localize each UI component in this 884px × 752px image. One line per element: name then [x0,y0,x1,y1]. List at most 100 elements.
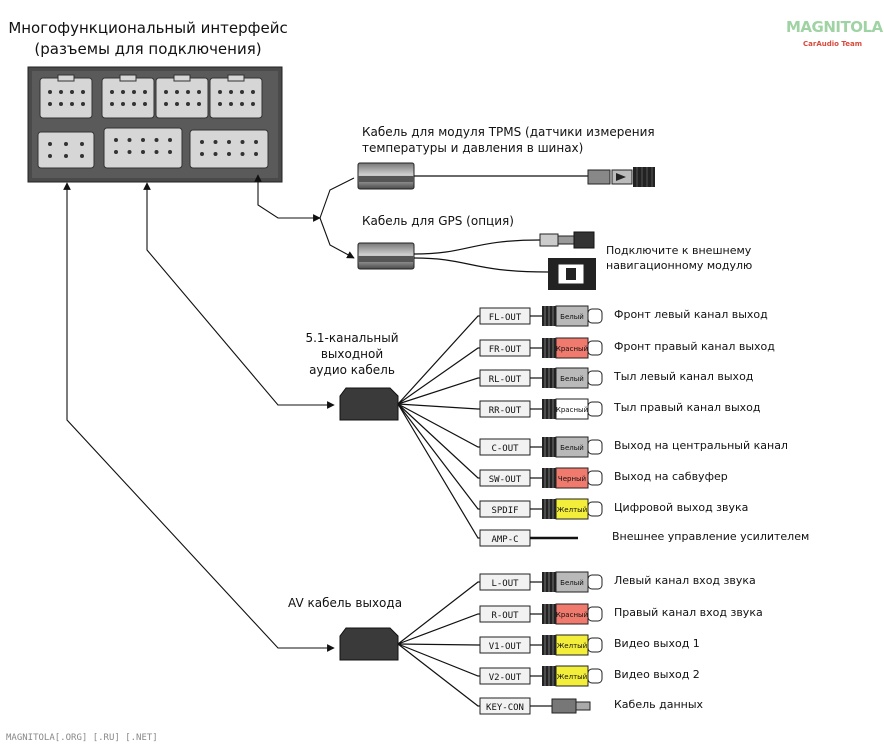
socket-bottom-2 [103,127,183,169]
socket-top-2 [101,74,155,119]
logo-sub: CarAudio Team [803,40,862,48]
gps-note: Подключите к внешнему навигационному мод… [606,243,752,273]
audio-51-row-7: SPDIF Желтый [397,403,603,520]
tpms-cable [357,162,655,190]
av-plug-color-1: Белый [560,579,584,587]
gps-note-line-2: навигационному модулю [606,259,753,272]
audio-51-plug [339,387,399,421]
av-row-4: V2-OUT Желтый [397,643,603,687]
audio-51-plug-color-4: Красный [556,406,588,414]
av-wire-3 [397,643,482,646]
audio-51-desc-3: Тыл левый канал выход [614,370,754,383]
audio-51-row-6: SW-OUT Черный [397,403,603,489]
audio-51-row-3: RL-OUT Белый [397,367,603,405]
av-tag-1: L-OUT [491,579,519,589]
av-row-5: KEY-CON [397,643,591,715]
av-wire-5 [397,643,482,707]
arrow-av-cable [63,182,335,652]
av-plug [339,627,399,661]
audio-51-tag-2: FR-OUT [489,345,522,355]
av-plug-tip-3 [587,637,603,653]
audio-51-plug-tip-7 [587,501,603,517]
audio-51-tag-4: RR-OUT [489,406,522,416]
gps-note-line-1: Подключите к внешнему [606,244,752,257]
arrow-tpms-gps [254,174,318,219]
audio-51-tag-5: C-OUT [491,444,519,454]
audio-51-plug-color-6: Черный [558,475,586,483]
audio-51-wire-7 [397,403,482,510]
audio-51-plug-tip-6 [587,470,603,486]
audio-51-wire-8 [397,403,482,539]
audio-51-row-5: C-OUT Белый [397,403,603,458]
audio-51-desc-8: Внешнее управление усилителем [612,530,810,543]
audio-51-tag-6: SW-OUT [489,475,522,485]
av-plug-color-3: Желтый [557,642,587,650]
arrow-split [319,177,354,258]
audio-51-plug-color-3: Белый [560,375,584,383]
av-label: AV кабель выхода [288,596,403,610]
arrow-audio-cable [143,182,335,409]
audio-51-tag-3: RL-OUT [489,375,522,385]
av-tag-5: KEY-CON [486,703,524,713]
socket-bottom-3 [189,129,269,169]
tpms-label-line-1: Кабель для модуля TPMS (датчики измерени… [362,125,655,139]
av-wire-4 [397,643,482,677]
logo-main: MAGNITOLA [786,18,883,36]
audio-51-plug-color-7: Желтый [557,506,587,514]
audio-51-row-4: RR-OUT Красный [397,398,603,420]
tpms-label: Кабель для модуля TPMS (датчики измерени… [362,124,655,156]
audio-51-tag-8: AMP-C [491,535,518,545]
av-tag-4: V2-OUT [489,673,522,683]
audio-51-plug-tip-4 [587,401,603,417]
av-wire-1 [397,581,482,645]
gps-label: Кабель для GPS (опция) [362,214,514,228]
av-desc-3: Видео выход 1 [614,637,700,650]
connector-sockets [37,74,269,169]
av-data-plug-5 [551,698,577,714]
audio-51-desc-7: Цифровой выход звука [614,501,749,514]
av-plug-tip-1 [587,574,603,590]
av-desc-5: Кабель данных [614,698,704,711]
av-tag-2: R-OUT [491,611,519,621]
audio-51-plug-color-2: Красный [556,345,588,353]
socket-top-4 [209,74,263,119]
socket-top-3 [155,74,209,119]
audio-51-wire-4 [397,403,482,410]
av-plug-color-4: Желтый [557,673,587,681]
audio-51-tag-7: SPDIF [491,506,518,516]
audio-51-desc-2: Фронт правый канал выход [614,340,775,353]
av-plug-color-2: Красный [556,611,588,619]
audio-51-label: 5.1-канальный выходной аудио кабель [292,330,412,378]
audio-51-plug-color-5: Белый [560,444,584,452]
audio-51-row-2: FR-OUT Красный [397,337,603,405]
audio-51-plug-tip-3 [587,370,603,386]
tpms-label-line-2: температуры и давления в шинах) [362,141,584,155]
av-row-1: L-OUT Белый [397,571,603,645]
audio-51-row-8: AMP-C [397,403,578,547]
title-line-1: Многофункциональный интерфейс [8,19,288,37]
av-desc-1: Левый канал вход звука [614,574,756,587]
footer-watermark: MAGNITOLA[.ORG] [.RU] [.NET] [6,733,158,743]
socket-top-1 [39,74,93,119]
audio-51-label-line-3: аудио кабель [309,363,395,377]
av-row-2: R-OUT Красный [397,603,603,645]
socket-bottom-1 [37,131,95,169]
av-desc-2: Правый канал вход звука [614,606,763,619]
audio-51-plug-tip-5 [587,439,603,455]
av-tag-3: V1-OUT [489,642,522,652]
audio-51-desc-1: Фронт левый канал выход [614,308,768,321]
av-wire-2 [397,613,482,645]
audio-51-plug-tip-2 [587,340,603,356]
audio-51-label-line-1: 5.1-канальный [305,331,399,345]
av-row-3: V1-OUT Желтый [397,634,603,656]
title-line-2: (разъемы для подключения) [34,40,262,58]
audio-51-desc-6: Выход на сабвуфер [614,470,728,483]
gps-cable [357,231,596,290]
audio-51-label-line-2: выходной [320,347,384,361]
audio-51-desc-5: Выход на центральный канал [614,439,788,452]
audio-51-desc-4: Тыл правый канал выход [614,401,761,414]
